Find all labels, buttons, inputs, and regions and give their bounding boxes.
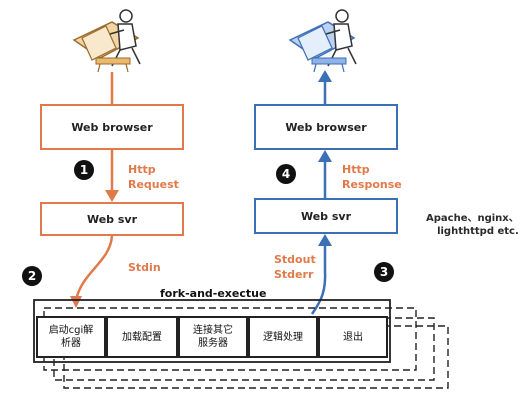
response-top-arrowhead — [318, 70, 332, 82]
right-user-computer-icon — [288, 9, 357, 73]
request-arrowhead — [105, 190, 119, 202]
left-web-browser-node: Web browser — [40, 104, 184, 150]
process-step-connect-servers: 连接其它 服务器 — [178, 316, 248, 358]
process-step-3-line1: 连接其它 — [193, 325, 233, 336]
fork-and-execute-title: fork-and-exectue — [160, 287, 267, 300]
request-text: Request — [128, 178, 179, 191]
right-web-server-node: Web svr — [254, 198, 398, 234]
stdout-arrowhead — [318, 234, 332, 246]
step-4-badge: 4 — [276, 164, 296, 184]
process-step-1-line2: 析器 — [61, 338, 81, 349]
stdin-arrowhead — [70, 296, 82, 308]
process-step-load-config: 加载配置 — [106, 316, 178, 358]
process-step-1-line1: 启动cgi解 — [48, 325, 94, 336]
stdin-label: Stdin — [128, 261, 161, 274]
right-web-browser-label: Web browser — [285, 120, 367, 134]
stdout-text: Stdout — [274, 253, 316, 266]
server-examples-line1: Apache、nginx、 — [426, 213, 519, 224]
stdout-curve — [310, 269, 327, 315]
step-2-badge: 2 — [22, 266, 42, 286]
server-examples-note: Apache、nginx、 lighthttpd etc. — [426, 212, 519, 238]
process-step-logic: 逻辑处理 — [248, 316, 318, 358]
stdout-stderr-label: Stdout Stderr — [274, 252, 316, 282]
step-1-badge: 1 — [74, 160, 94, 180]
stdin-curve — [74, 235, 114, 301]
server-examples-line2: lighthttpd etc. — [437, 226, 519, 237]
process-step-5-line1: 退出 — [343, 331, 363, 343]
process-step-4-line1: 逻辑处理 — [263, 331, 303, 343]
response-text: Response — [342, 178, 402, 191]
process-step-3-line2: 服务器 — [198, 338, 228, 349]
left-user-computer-icon — [72, 9, 141, 73]
process-step-exit: 退出 — [318, 316, 388, 358]
right-web-server-label: Web svr — [300, 209, 352, 223]
right-web-browser-node: Web browser — [254, 104, 398, 150]
left-connectors — [70, 72, 119, 308]
step-3-badge: 3 — [374, 262, 394, 282]
left-web-server-label: Web svr — [86, 212, 138, 226]
right-connectors — [310, 70, 332, 315]
http-request-label: Http Request — [128, 162, 179, 192]
process-step-start-cgi: 启动cgi解 析器 — [36, 316, 106, 358]
response-arrowhead — [318, 150, 332, 162]
process-outer-frame — [33, 299, 391, 363]
http-response-http-text: Http — [342, 163, 370, 176]
left-web-server-node: Web svr — [40, 202, 184, 236]
stderr-text: Stderr — [274, 268, 314, 281]
http-text: Http — [128, 163, 156, 176]
process-step-2-line1: 加载配置 — [122, 331, 162, 343]
left-web-browser-label: Web browser — [71, 120, 153, 134]
http-response-label: Http Response — [342, 162, 402, 192]
